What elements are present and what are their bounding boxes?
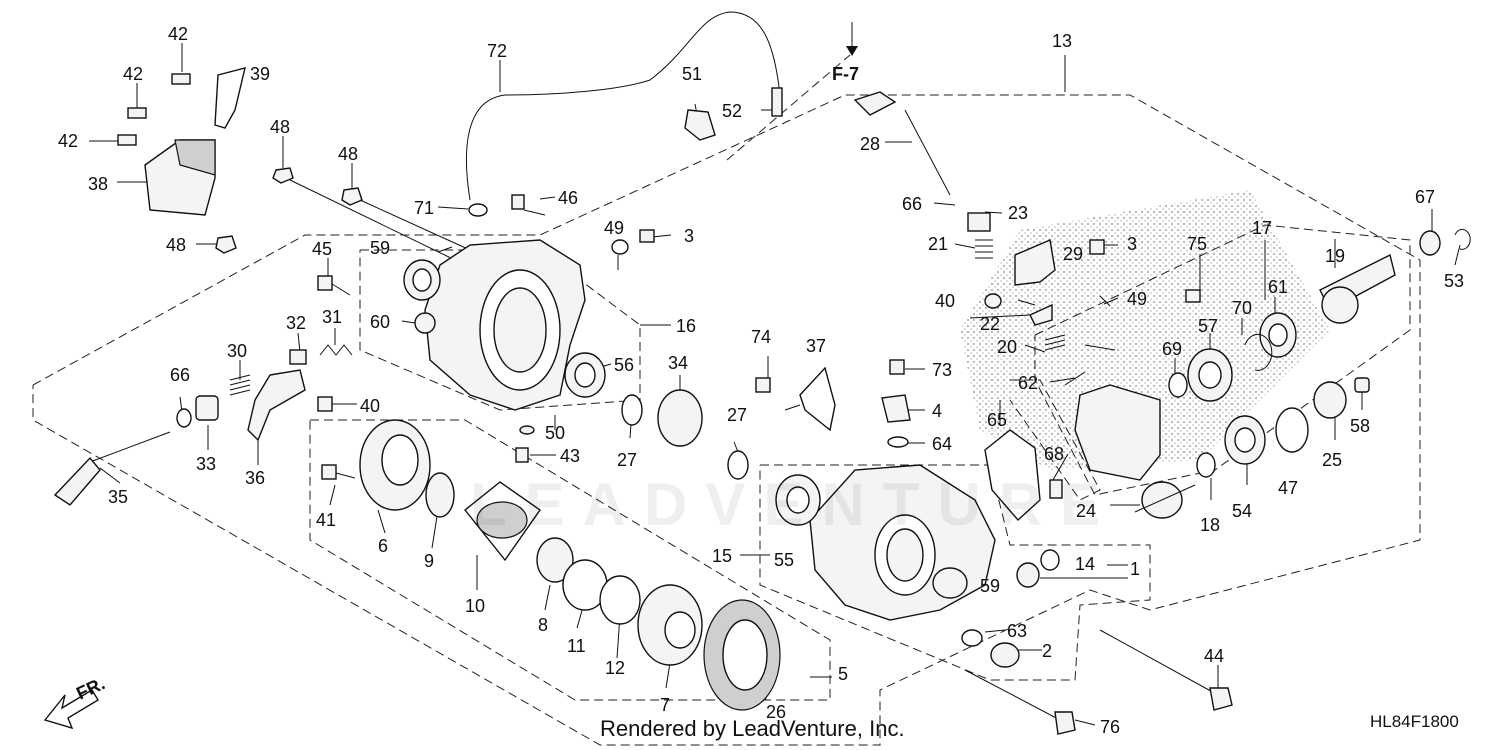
part-label: 19 [1325,246,1345,266]
part-label: 2 [1042,641,1052,661]
part-label: 1 [1130,559,1140,579]
part-label: 57 [1198,316,1218,336]
part-label: 64 [932,434,952,454]
part-label: 25 [1322,450,1342,470]
part-label: 14 [1075,554,1095,574]
part-label: 9 [424,551,434,571]
part-label: 43 [560,446,580,466]
part-label: 29 [1063,244,1083,264]
part-label: 60 [370,312,390,332]
part-label: 47 [1278,478,1298,498]
part-label: 76 [1100,717,1120,737]
part-label: 35 [108,487,128,507]
part-label: 59 [980,576,1000,596]
part-label: 53 [1444,271,1464,291]
part-label: 23 [1008,203,1028,223]
part-label: 38 [88,174,108,194]
part-label: 52 [722,101,742,121]
part-number-labels: 1 2 3 3 4 5 6 7 8 9 10 11 12 13 14 15 16… [58,24,1464,737]
part-label: 27 [727,405,747,425]
part-label: 28 [860,134,880,154]
diagram-code: HL84F1800 [1370,712,1459,731]
part-label: 44 [1204,646,1224,666]
part-label: 49 [604,218,624,238]
part-label: 36 [245,468,265,488]
part-label: 56 [614,355,634,375]
part-label: 48 [166,235,186,255]
part-label: 27 [617,450,637,470]
part-label: 63 [1007,621,1027,641]
part-label: 7 [660,695,670,715]
part-label: 69 [1162,339,1182,359]
part-label: 72 [487,41,507,61]
part-label: 8 [538,615,548,635]
part-label: 41 [316,510,336,530]
part-label: 13 [1052,31,1072,51]
part-label: 32 [286,313,306,333]
part-label: 74 [751,327,771,347]
part-label: 55 [774,550,794,570]
part-label: 33 [196,454,216,474]
part-label: 66 [902,194,922,214]
part-label: 49 [1127,289,1147,309]
reference-label: F-7 [832,64,859,84]
part-label: 68 [1044,444,1064,464]
part-label: 22 [980,314,1000,334]
part-label: 16 [676,316,696,336]
part-label: 51 [682,64,702,84]
part-label: 45 [312,239,332,259]
part-label: 59 [370,238,390,258]
part-label: 30 [227,341,247,361]
part-label: 3 [684,226,694,246]
part-label: 75 [1187,234,1207,254]
part-label: 12 [605,658,625,678]
part-label: 6 [378,536,388,556]
part-label: 65 [987,410,1007,430]
part-label: 37 [806,336,826,356]
part-label: 71 [414,198,434,218]
part-label: 42 [58,131,78,151]
part-shapes [43,11,1471,735]
part-label: 39 [250,64,270,84]
part-label: 24 [1076,501,1096,521]
part-label: 40 [935,291,955,311]
part-label: 31 [322,307,342,327]
part-label: 61 [1268,277,1288,297]
part-label: 3 [1127,234,1137,254]
part-label: 67 [1415,187,1435,207]
part-label: 18 [1200,515,1220,535]
part-label: 21 [928,234,948,254]
part-label: 50 [545,423,565,443]
part-label: 40 [360,396,380,416]
watermark: LEADVENTURE [470,471,1119,538]
part-label: 15 [712,546,732,566]
part-label: 58 [1350,416,1370,436]
part-label: 48 [338,144,358,164]
render-credit: Rendered by LeadVenture, Inc. [600,716,905,741]
part-label: 26 [766,702,786,722]
part-label: 62 [1018,373,1038,393]
part-label: 42 [123,64,143,84]
part-label: 46 [558,188,578,208]
part-label: 20 [997,337,1017,357]
part-label: 17 [1252,218,1272,238]
part-label: 48 [270,117,290,137]
part-label: 10 [465,596,485,616]
part-label: 4 [932,401,942,421]
part-label: 70 [1232,298,1252,318]
part-label: 34 [668,353,688,373]
part-label: 54 [1232,501,1252,521]
part-label: 42 [168,24,188,44]
part-label: 73 [932,360,952,380]
part-label: 11 [567,636,586,656]
part-label: 66 [170,365,190,385]
part-label: 5 [838,664,848,684]
